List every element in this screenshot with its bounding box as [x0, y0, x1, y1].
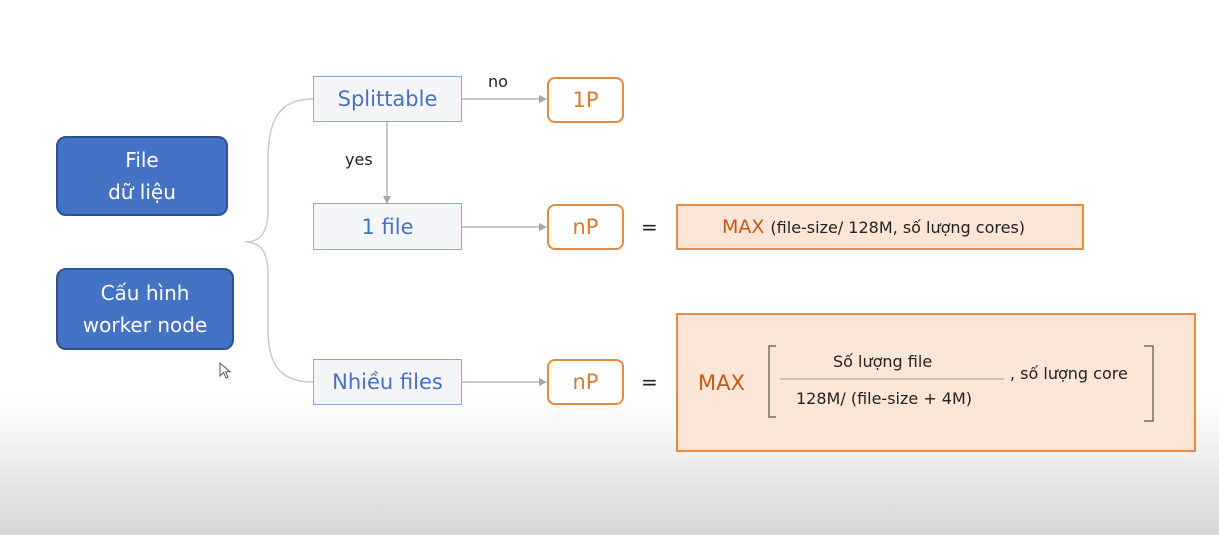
formula-one-file-max: MAX	[722, 216, 765, 238]
edge-label-yes: yes	[345, 150, 373, 169]
one-file-box: 1 file	[313, 203, 462, 250]
right-bracket	[1144, 345, 1154, 422]
formula-many-files-box: MAX Số lượng file 128M/ (file-size + 4M)…	[676, 313, 1196, 452]
formula-numerator: Số lượng file	[833, 352, 933, 371]
file-data-line-1: File	[125, 148, 159, 172]
many-files-box: Nhiều files	[313, 359, 462, 405]
formula-denominator: 128M/ (file-size + 4M)	[796, 389, 973, 408]
result-np-one-file-box: nP	[547, 204, 624, 250]
file-data-box: File dữ liệu	[56, 136, 228, 216]
formula-second-arg: , số lượng core	[1010, 364, 1128, 383]
result-1p-box: 1P	[547, 77, 624, 123]
splittable-box: Splittable	[313, 76, 462, 122]
edge-label-no: no	[488, 72, 508, 91]
worker-config-line-2: worker node	[82, 313, 208, 337]
equals-sign-many-files: =	[641, 370, 658, 394]
equals-sign-one-file: =	[641, 215, 658, 239]
formula-one-file-box: MAX (file-size/ 128M, số lượng cores)	[676, 204, 1084, 250]
left-bracket	[768, 345, 776, 418]
brace-connector	[244, 98, 314, 383]
formula-brackets	[768, 345, 1154, 422]
worker-config-line-1: Cấu hình	[100, 281, 190, 305]
result-np-many-files-box: nP	[547, 359, 624, 405]
worker-config-box: Cấu hình worker node	[56, 268, 234, 350]
formula-many-files-max: MAX	[698, 371, 745, 395]
mouse-cursor-icon	[219, 362, 232, 379]
file-data-line-2: dữ liệu	[108, 180, 176, 204]
formula-one-file-args: (file-size/ 128M, số lượng cores)	[770, 217, 1026, 237]
